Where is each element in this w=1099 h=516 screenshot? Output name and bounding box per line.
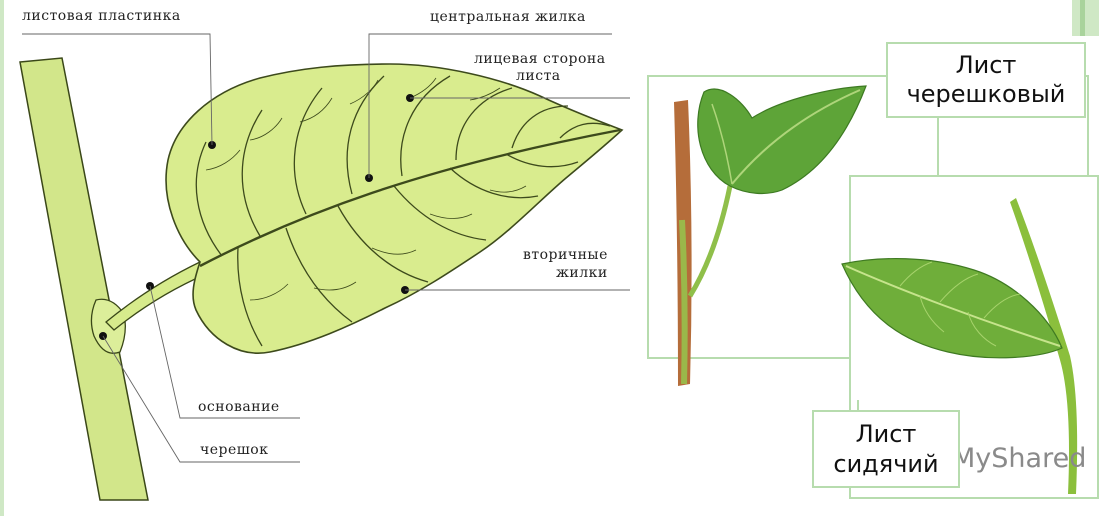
sessile-label-line1: Лист [812,420,960,448]
label-base: основание [198,399,280,415]
label-upper-side-1: лицевая сторона [474,51,606,67]
label-upper-side-2: листа [516,68,561,84]
label-midrib: центральная жилка [430,9,586,25]
label-secondary-2: жилки [556,265,608,281]
corner-accent-stripe [1080,0,1085,36]
label-petiole: черешок [200,442,268,458]
petiolate-label-line1: Лист [886,51,1086,79]
label-secondary-1: вторичные [523,247,608,263]
stalk [20,58,148,500]
petiolate-label-line2: черешковый [886,80,1086,108]
watermark: MyShared [952,443,1086,474]
sessile-label-line2: сидячий [812,450,960,478]
left-accent-bar [0,0,4,516]
label-leaf-blade: листовая пластинка [22,8,181,24]
corner-accent [1072,0,1099,36]
petiole [106,262,206,330]
